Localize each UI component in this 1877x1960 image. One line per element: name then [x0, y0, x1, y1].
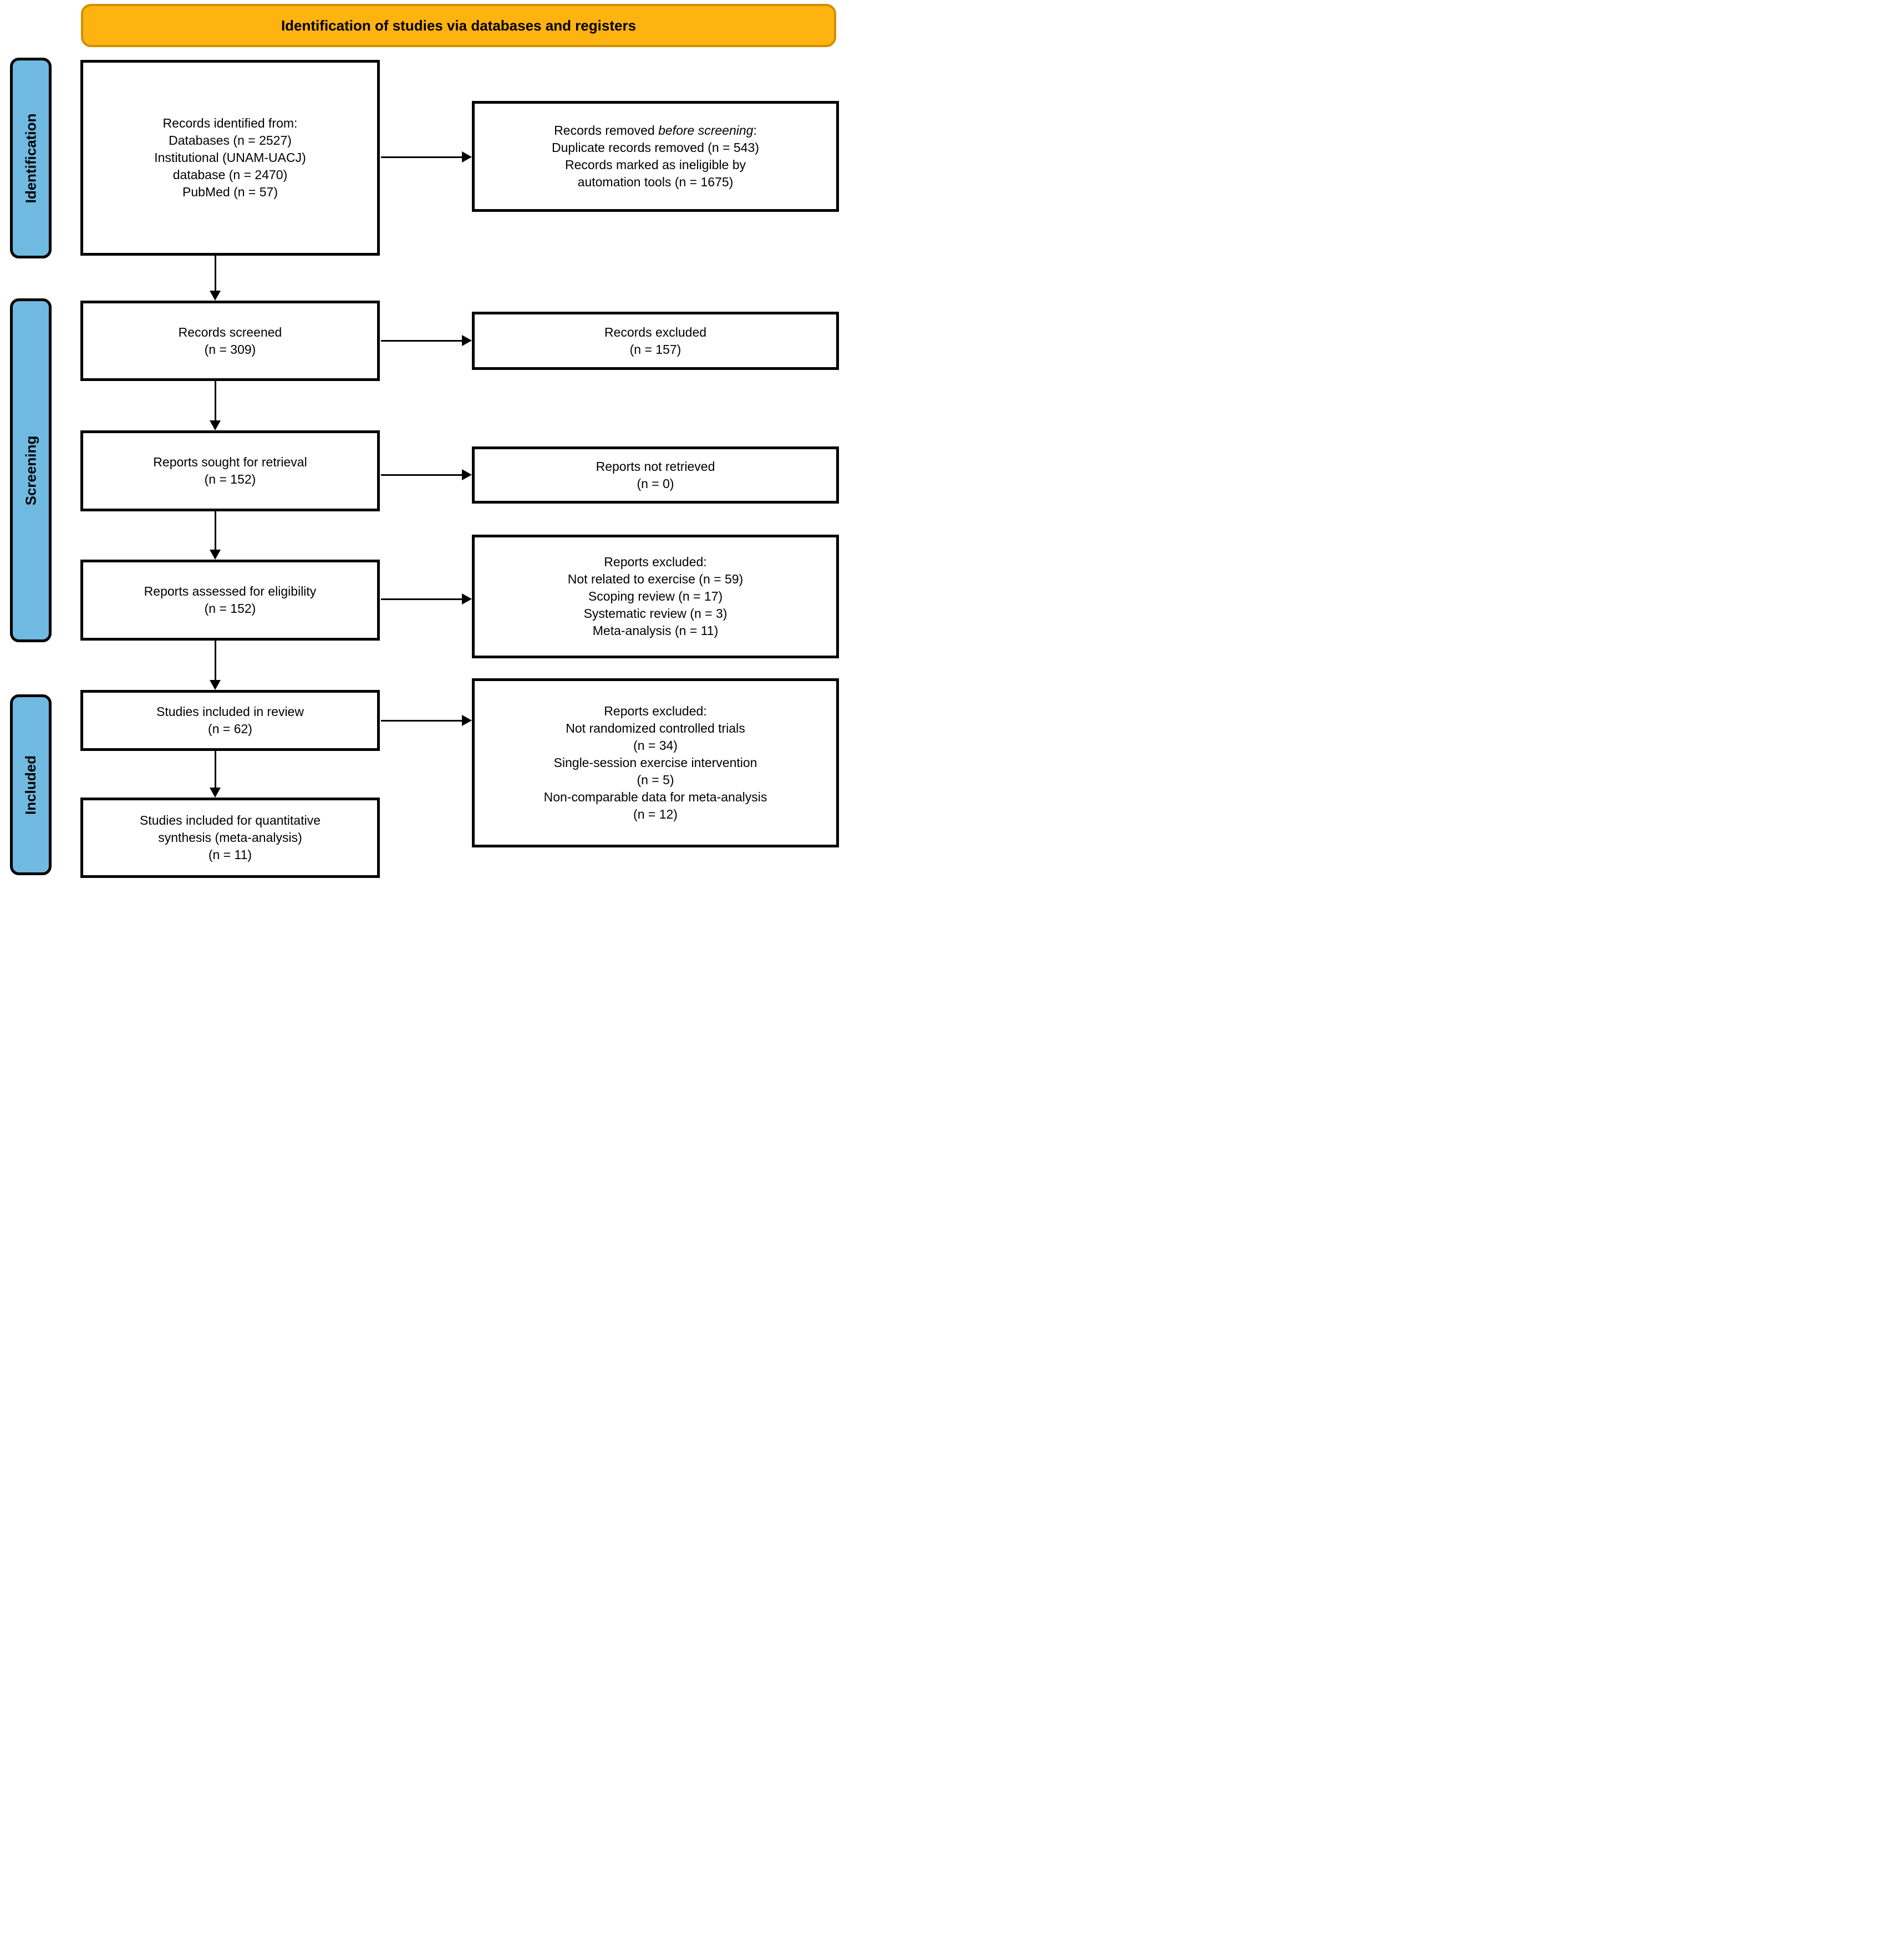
arrow-sought-to-assessed [215, 511, 216, 551]
stage-label-included-text: Included [22, 755, 39, 815]
box-text-line: database (n = 2470) [172, 167, 288, 182]
title-banner: Identification of studies via databases … [81, 4, 836, 47]
box-text-line: Reports assessed for eligibility [144, 584, 317, 598]
arrow-assessed-to-review [215, 641, 216, 682]
box-studies-included-review: Studies included in review (n = 62) [80, 690, 380, 751]
arrow-identified-to-removed [381, 156, 463, 158]
box-text-line: Not randomized controlled trials [566, 721, 745, 735]
stage-label-included: Included [10, 694, 52, 875]
arrowhead-down-icon [210, 291, 221, 301]
box-text-line: Duplicate records removed (n = 543) [552, 140, 759, 155]
box-text-line: (n = 309) [204, 342, 256, 357]
box-text-line: (n = 157) [629, 342, 681, 357]
box-text-line: Reports excluded: [604, 704, 707, 718]
box-text-line: Reports sought for retrieval [153, 455, 307, 469]
box-text-line: (n = 152) [204, 472, 256, 486]
stage-label-screening: Screening [10, 298, 52, 642]
box-text-line: synthesis (meta-analysis) [158, 830, 302, 845]
box-reports-excluded-review: Reports excluded: Not randomized control… [472, 678, 839, 847]
arrowhead-right-icon [462, 715, 472, 726]
box-text-line: Non-comparable data for meta-analysis [543, 790, 767, 804]
stage-label-identification-text: Identification [22, 113, 39, 203]
box-text-line: Records identified from: [162, 116, 298, 130]
box-text-line: Systematic review (n = 3) [583, 606, 728, 621]
box-text-line: Studies included in review [156, 704, 304, 719]
arrowhead-down-icon [210, 550, 221, 560]
box-text-line: Not related to exercise (n = 59) [567, 572, 744, 586]
arrowhead-right-icon [462, 335, 472, 346]
box-text-line: Meta-analysis (n = 11) [592, 623, 719, 638]
box-text-line: PubMed (n = 57) [182, 185, 278, 199]
box-studies-included-meta-analysis: Studies included for quantitative synthe… [80, 798, 380, 878]
box-text-line: Databases (n = 2527) [169, 133, 292, 148]
box-records-removed-before-screening: Records removed before screening: Duplic… [472, 101, 839, 212]
arrowhead-right-icon [462, 151, 472, 163]
arrowhead-right-icon [462, 593, 472, 605]
arrowhead-down-icon [210, 420, 221, 430]
box-text-line: Reports excluded: [604, 555, 707, 569]
arrow-screened-to-sought [215, 381, 216, 422]
arrow-assessed-to-excluded [381, 598, 463, 600]
box-text-line: (n = 11) [208, 847, 252, 862]
arrow-identified-to-screened [215, 256, 216, 292]
arrow-review-to-meta-analysis [215, 751, 216, 789]
box-text-line: Records screened [178, 324, 282, 339]
box-text-line: Records marked as ineligible by [565, 158, 746, 172]
prisma-flow-diagram: Identification of studies via databases … [0, 0, 848, 887]
box-text-line: Reports not retrieved [596, 459, 715, 474]
diagram-title: Identification of studies via databases … [281, 17, 637, 34]
box-records-identified: Records identified from: Databases (n = … [80, 60, 380, 256]
box-records-excluded: Records excluded (n = 157) [472, 312, 839, 370]
box-text-line: Records removed before screening: [554, 123, 757, 138]
box-text-line: (n = 5) [637, 773, 674, 787]
box-text-line: Records excluded [604, 324, 707, 339]
arrowhead-down-icon [210, 680, 221, 690]
box-text-line: Institutional (UNAM-UACJ) [154, 150, 306, 165]
box-text-line: Studies included for quantitative [139, 813, 321, 827]
box-text-line: Single-session exercise intervention [553, 755, 757, 770]
stage-label-screening-text: Screening [22, 435, 39, 505]
arrowhead-down-icon [210, 788, 221, 798]
arrow-review-to-excluded [381, 720, 463, 722]
box-text-line: (n = 0) [637, 476, 674, 491]
arrow-sought-to-not-retrieved [381, 474, 463, 476]
box-text-line: (n = 152) [204, 601, 256, 616]
box-reports-not-retrieved: Reports not retrieved (n = 0) [472, 446, 839, 504]
stage-label-identification: Identification [10, 58, 52, 258]
box-records-screened: Records screened (n = 309) [80, 301, 380, 381]
box-text-line: Scoping review (n = 17) [588, 589, 723, 603]
box-reports-assessed: Reports assessed for eligibility (n = 15… [80, 560, 380, 641]
arrow-screened-to-excluded [381, 340, 463, 342]
box-text-line: (n = 62) [208, 722, 252, 736]
box-text-line: automation tools (n = 1675) [577, 175, 734, 189]
arrowhead-right-icon [462, 469, 472, 480]
box-reports-excluded-eligibility: Reports excluded: Not related to exercis… [472, 535, 839, 658]
box-text-line: (n = 34) [633, 738, 678, 753]
box-text-line: (n = 12) [633, 807, 678, 821]
box-reports-sought: Reports sought for retrieval (n = 152) [80, 430, 380, 511]
